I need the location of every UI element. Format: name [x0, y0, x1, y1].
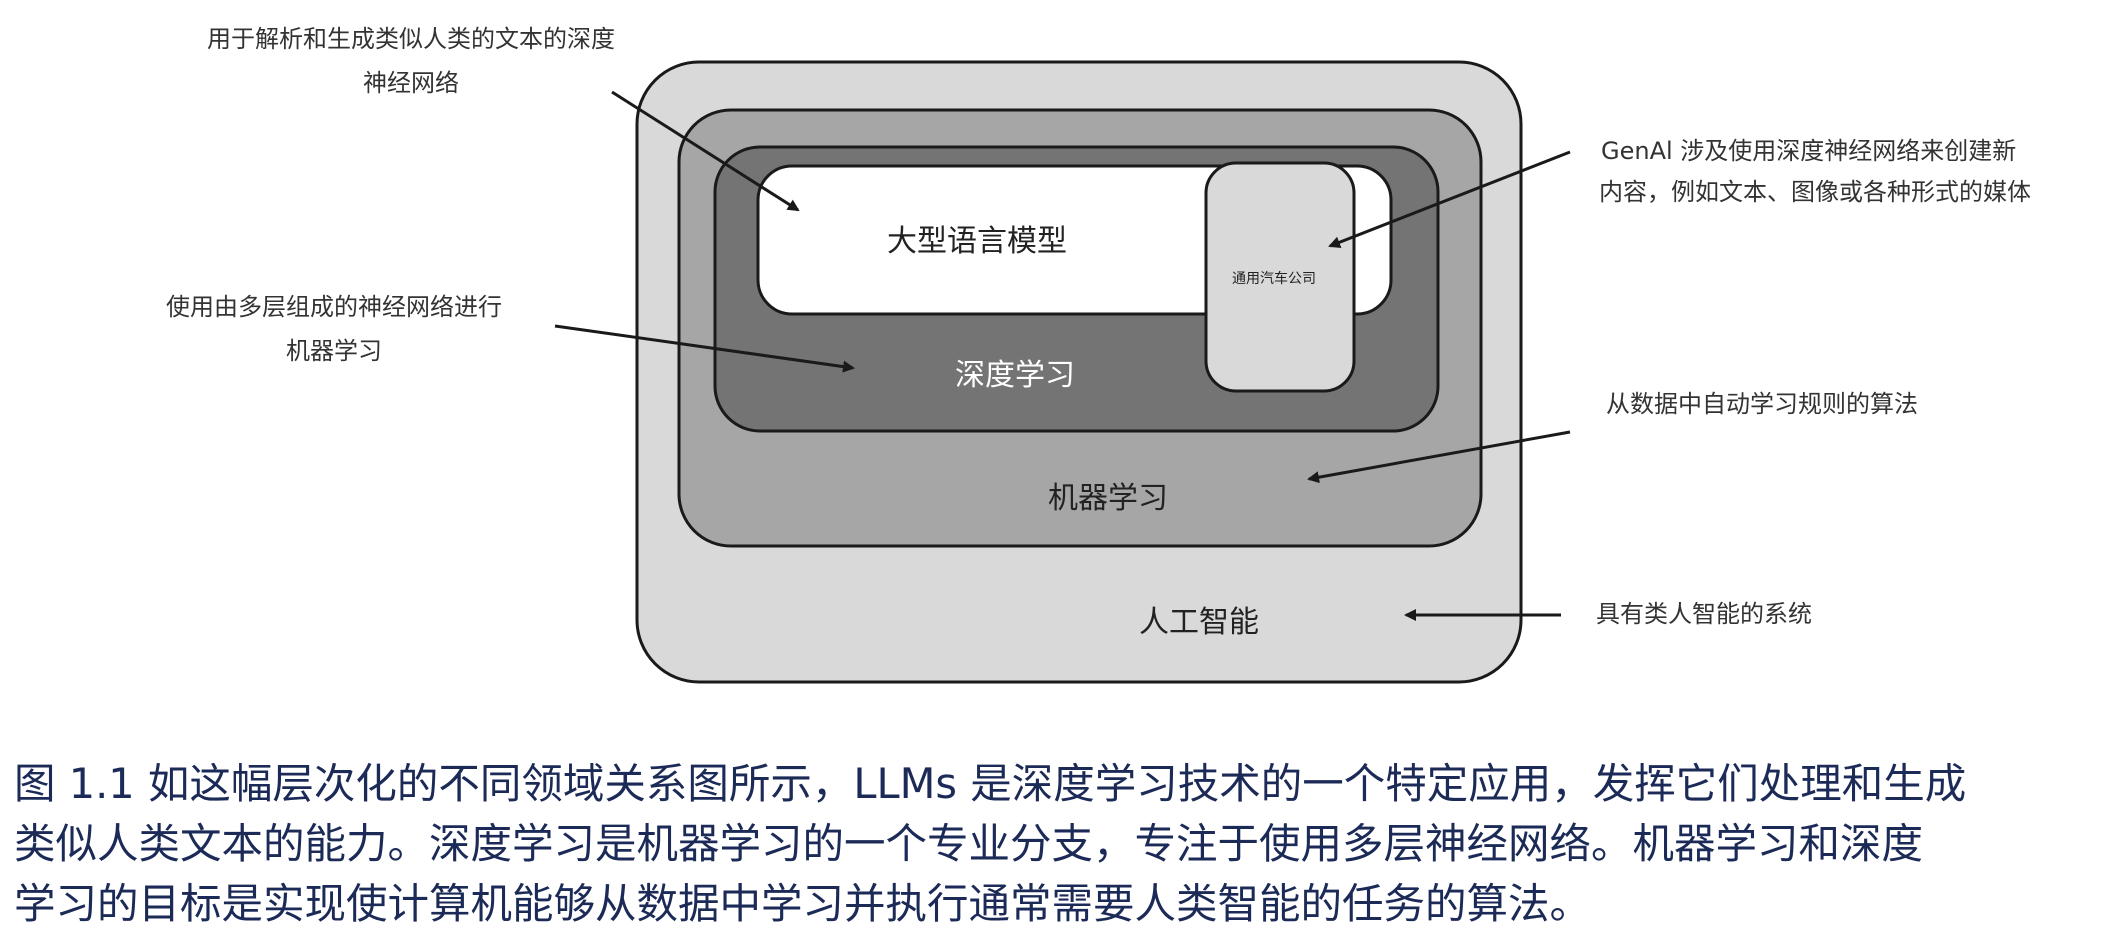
ai-hierarchy-diagram: 大型语言模型 通用汽车公司 深度学习 机器学习 人工智能 用于解析和生成类似人类…: [166, 25, 2031, 684]
annotation-ai-line-1: 具有类人智能的系统: [1596, 600, 1812, 628]
annotation-ml-line-1: 从数据中自动学习规则的算法: [1606, 390, 1918, 418]
caption-line-3: 学习的目标是实现使计算机能够从数据中学习并执行通常需要人类智能的任务的算法。: [14, 879, 1592, 928]
dl-label: 深度学习: [955, 358, 1075, 393]
llm-label: 大型语言模型: [887, 224, 1067, 259]
caption-line-1: 图 1.1 如这幅层次化的不同领域关系图所示，LLMs 是深度学习技术的一个特定…: [14, 759, 1967, 808]
genai-label: 通用汽车公司: [1232, 270, 1316, 287]
annotation-genai-line-2: 内容，例如文本、图像或各种形式的媒体: [1599, 178, 2031, 206]
ml-label: 机器学习: [1048, 481, 1168, 516]
annotation-llm-arrow: [611, 90, 800, 212]
genai-layer-box: [1204, 161, 1356, 393]
caption-line-2: 类似人类文本的能力。深度学习是机器学习的一个专业分支，专注于使用多层神经网络。机…: [14, 819, 1924, 868]
figure-caption: 图 1.1 如这幅层次化的不同领域关系图所示，LLMs 是深度学习技术的一个特定…: [14, 754, 2094, 934]
annotation-genai-line-1: GenAl 涉及使用深度神经网络来创建新: [1601, 137, 2016, 165]
annotation-genai-arrow: [1328, 150, 1571, 248]
annotation-dl-arrow: [554, 324, 855, 373]
annotation-dl-line-1: 使用由多层组成的神经网络进行: [166, 293, 502, 321]
ai-label: 人工智能: [1139, 605, 1259, 640]
annotation-dl-line-2: 机器学习: [286, 337, 382, 365]
annotation-llm-line-2: 神经网络: [363, 69, 459, 97]
annotation-ml-arrow: [1307, 430, 1571, 484]
annotation-llm-line-1: 用于解析和生成类似人类的文本的深度: [207, 25, 615, 53]
